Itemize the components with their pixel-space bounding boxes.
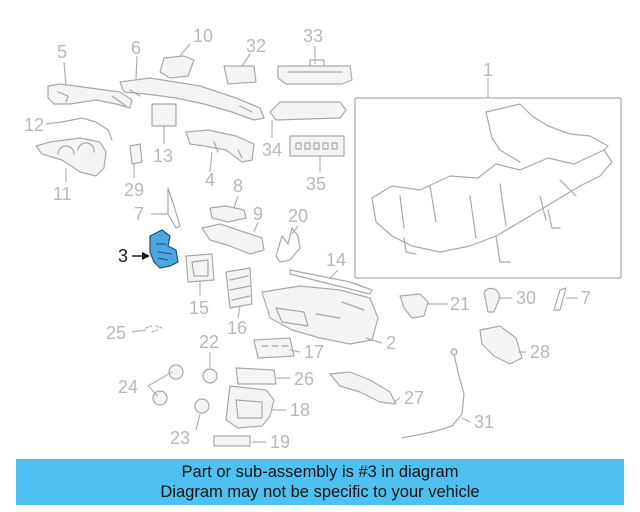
callout-35[interactable]: 35 — [306, 174, 326, 194]
callout-24[interactable]: 24 — [118, 377, 138, 397]
part-18-console — [225, 385, 275, 429]
part-3-highlighted[interactable] — [149, 229, 179, 269]
callout-5[interactable]: 5 — [57, 42, 67, 62]
part-3-highlighted-group[interactable] — [149, 229, 179, 269]
callout-12[interactable]: 12 — [24, 115, 44, 135]
part-11-gauges — [57, 142, 95, 155]
callout-8[interactable]: 8 — [233, 176, 243, 196]
callout-9[interactable]: 9 — [253, 204, 263, 224]
callout-2[interactable]: 2 — [386, 333, 396, 353]
part-34-cover — [269, 101, 347, 121]
part-33-vent — [277, 65, 353, 85]
part-6-upper-panel — [119, 77, 265, 121]
part-25-clips — [145, 325, 163, 333]
callout-7-right[interactable]: 7 — [581, 288, 591, 308]
part-3-leader-arrow — [132, 252, 150, 260]
part-35-panel — [289, 135, 345, 157]
part-17-panel — [253, 337, 295, 359]
callout-25[interactable]: 25 — [106, 323, 126, 343]
info-banner: Part or sub-assembly is #3 in diagram Di… — [16, 459, 624, 505]
part-15-bezel — [185, 253, 215, 283]
part-18-detail — [235, 399, 263, 419]
part-21-bracket — [399, 293, 429, 319]
part-33-detail — [287, 59, 343, 73]
part-7-trim-right — [553, 287, 567, 311]
callout-23[interactable]: 23 — [170, 428, 190, 448]
part-31-cable-end — [450, 348, 458, 356]
callout-31[interactable]: 31 — [474, 412, 494, 432]
part-24-knob-top — [168, 364, 184, 380]
part-5-dash-cover — [47, 83, 133, 109]
part-4-detail — [213, 141, 243, 159]
part-23-knob — [194, 398, 210, 414]
callout-17[interactable]: 17 — [304, 342, 324, 362]
part-13-panel — [151, 103, 177, 127]
part-26-bezel — [235, 367, 277, 385]
part-4-bracket — [185, 129, 255, 163]
callout-11[interactable]: 11 — [53, 184, 72, 204]
part-3-highlighted-detail — [156, 243, 173, 261]
part-29-clip — [129, 143, 143, 165]
part-1-frame-feet — [403, 209, 561, 263]
callout-26[interactable]: 26 — [294, 369, 314, 389]
banner-line-part: Part or sub-assembly is #3 in diagram — [181, 463, 459, 481]
callout-27[interactable]: 27 — [404, 388, 424, 408]
part-28-bezel — [479, 325, 523, 365]
callout-30[interactable]: 30 — [516, 288, 536, 308]
part-27-duct — [329, 371, 397, 405]
part-19-strip — [213, 435, 251, 447]
part-5-detail — [57, 91, 127, 107]
part-1-frame-upper — [485, 103, 609, 163]
callout-4[interactable]: 4 — [205, 170, 215, 190]
part-22-knob — [202, 368, 218, 384]
part-35-buttons — [295, 142, 338, 150]
callout-15[interactable]: 15 — [189, 298, 209, 318]
callout-21[interactable]: 21 — [450, 294, 470, 314]
part-1-frame-ducts — [399, 179, 577, 239]
part-11-cluster-bezel — [35, 137, 107, 177]
part-8-bracket — [209, 205, 247, 223]
part-1-frame-group — [354, 97, 622, 279]
callout-22[interactable]: 22 — [199, 332, 219, 352]
callout-33[interactable]: 33 — [303, 26, 323, 46]
callout-numbers: 1 2 3 4 5 6 7 7 8 9 10 11 12 13 14 15 16… — [24, 26, 591, 452]
part-7-trim-left — [167, 187, 181, 229]
part-6-detail — [129, 89, 253, 113]
part-1-frame — [371, 149, 613, 253]
banner-line-disclaimer: Diagram may not be specific to your vehi… — [160, 483, 480, 501]
callout-7-left[interactable]: 7 — [134, 204, 144, 224]
part-2-detail — [275, 301, 365, 327]
callout-18[interactable]: 18 — [290, 400, 310, 420]
callout-14[interactable]: 14 — [326, 250, 346, 270]
callout-13[interactable]: 13 — [153, 146, 173, 166]
part-32-unit — [223, 65, 257, 85]
part-10-cover — [159, 55, 195, 79]
part-20-brace — [275, 227, 301, 263]
part-1-inset-box — [354, 97, 622, 279]
callout-19[interactable]: 19 — [270, 432, 290, 452]
part-9-bracket — [201, 223, 265, 255]
callout-3[interactable]: 3 — [118, 246, 128, 266]
callout-1[interactable]: 1 — [483, 60, 493, 80]
part-30-knob — [483, 287, 501, 313]
parts-diagram: 1 2 3 4 5 6 7 7 8 9 10 11 12 13 14 15 16… — [24, 26, 622, 452]
callout-10[interactable]: 10 — [193, 26, 213, 46]
callout-28[interactable]: 28 — [530, 342, 550, 362]
callout-34[interactable]: 34 — [262, 140, 282, 160]
callout-16[interactable]: 16 — [227, 318, 247, 338]
part-15-inner — [191, 259, 209, 277]
callout-6[interactable]: 6 — [131, 38, 141, 58]
part-31-cable — [401, 353, 465, 439]
callout-29[interactable]: 29 — [124, 180, 144, 200]
part-14-strip — [289, 269, 373, 295]
callout-32[interactable]: 32 — [246, 36, 266, 56]
part-16-slats — [229, 275, 251, 301]
callout-20[interactable]: 20 — [288, 206, 308, 226]
part-12-seal — [61, 117, 113, 141]
leader-lines — [45, 43, 578, 443]
